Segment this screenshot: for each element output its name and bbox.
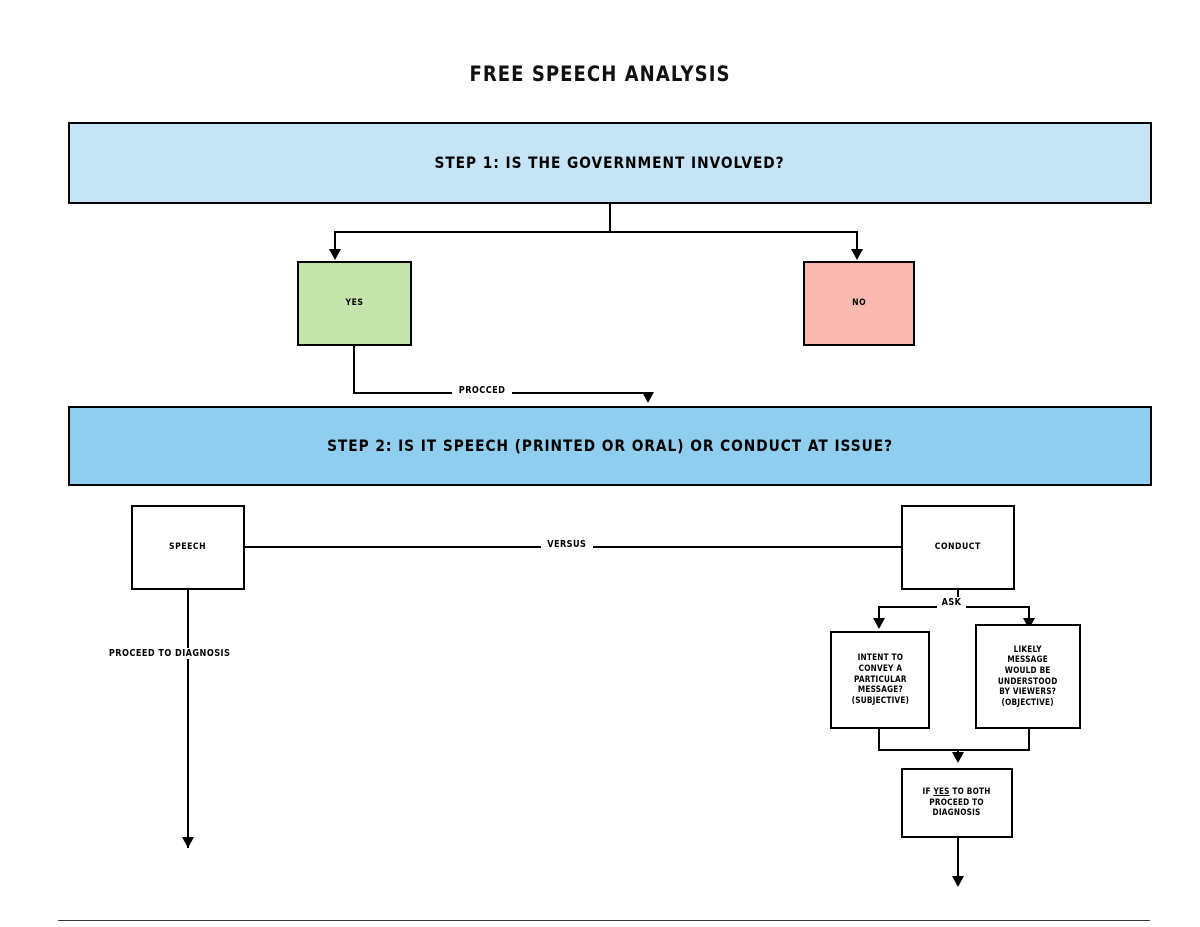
- subjective-box[interactable]: INTENT TO CONVEY A PARTICULAR MESSAGE? (…: [830, 631, 930, 729]
- objective-box[interactable]: LIKELY MESSAGE WOULD BE UNDERSTOOD BY VI…: [975, 624, 1081, 729]
- arrowhead-to-no-icon: [851, 249, 863, 260]
- arrowhead-to-step2-icon: [642, 392, 654, 403]
- connector-step1-split: [334, 231, 858, 233]
- no-label: NO: [851, 298, 867, 309]
- connector-step1-stem: [609, 204, 611, 233]
- step2-box[interactable]: STEP 2: IS IT SPEECH (PRINTED OR ORAL) O…: [68, 406, 1152, 486]
- if-yes-to-both-label: IF YES TO BOTH PROCEED TO DIAGNOSIS: [922, 787, 992, 819]
- edge-label-versus: VERSUS: [541, 539, 593, 550]
- arrowhead-to-yes-icon: [329, 249, 341, 260]
- conduct-box[interactable]: CONDUCT: [901, 505, 1015, 590]
- arrowhead-to-both-icon: [952, 752, 964, 763]
- speech-label: SPEECH: [169, 542, 207, 553]
- conduct-label: CONDUCT: [934, 542, 982, 553]
- connector-yes-down: [353, 346, 355, 394]
- connector-to-no: [856, 231, 858, 250]
- bottom-divider: [58, 920, 1150, 921]
- yes-underlined: YES: [933, 787, 951, 798]
- connector-to-yes: [334, 231, 336, 250]
- yes-label: YES: [345, 298, 364, 309]
- connector-to-objective: [1028, 606, 1030, 620]
- no-box[interactable]: NO: [803, 261, 915, 346]
- connector-speech-down: [187, 590, 189, 848]
- connector-merge: [878, 749, 1030, 751]
- edge-label-procced: PROCCED: [452, 385, 513, 396]
- connector-final-down: [957, 838, 959, 884]
- edge-label-ask: ASK: [937, 597, 967, 608]
- arrowhead-to-subjective-icon: [873, 618, 885, 629]
- arrowhead-speech-diagnosis-icon: [182, 837, 194, 848]
- connector-objective-down: [1028, 729, 1030, 751]
- connector-subjective-down: [878, 729, 880, 751]
- step1-box[interactable]: STEP 1: IS THE GOVERNMENT INVOLVED?: [68, 122, 1152, 204]
- step2-label: STEP 2: IS IT SPEECH (PRINTED OR ORAL) O…: [327, 435, 893, 455]
- edge-label-proceed-to-diagnosis: PROCEED TO DIAGNOSIS: [96, 648, 244, 659]
- step1-label: STEP 1: IS THE GOVERNMENT INVOLVED?: [434, 152, 786, 172]
- objective-label: LIKELY MESSAGE WOULD BE UNDERSTOOD BY VI…: [998, 644, 1058, 708]
- page-title: FREE SPEECH ANALYSIS: [469, 62, 731, 86]
- speech-box[interactable]: SPEECH: [131, 505, 245, 590]
- arrowhead-final-icon: [952, 876, 964, 887]
- if-yes-to-both-box[interactable]: IF YES TO BOTH PROCEED TO DIAGNOSIS: [901, 768, 1013, 838]
- connector-to-subjective: [878, 606, 880, 620]
- arrowhead-to-objective-icon: [1023, 618, 1035, 629]
- yes-box[interactable]: YES: [297, 261, 412, 346]
- subjective-label: INTENT TO CONVEY A PARTICULAR MESSAGE? (…: [851, 653, 909, 706]
